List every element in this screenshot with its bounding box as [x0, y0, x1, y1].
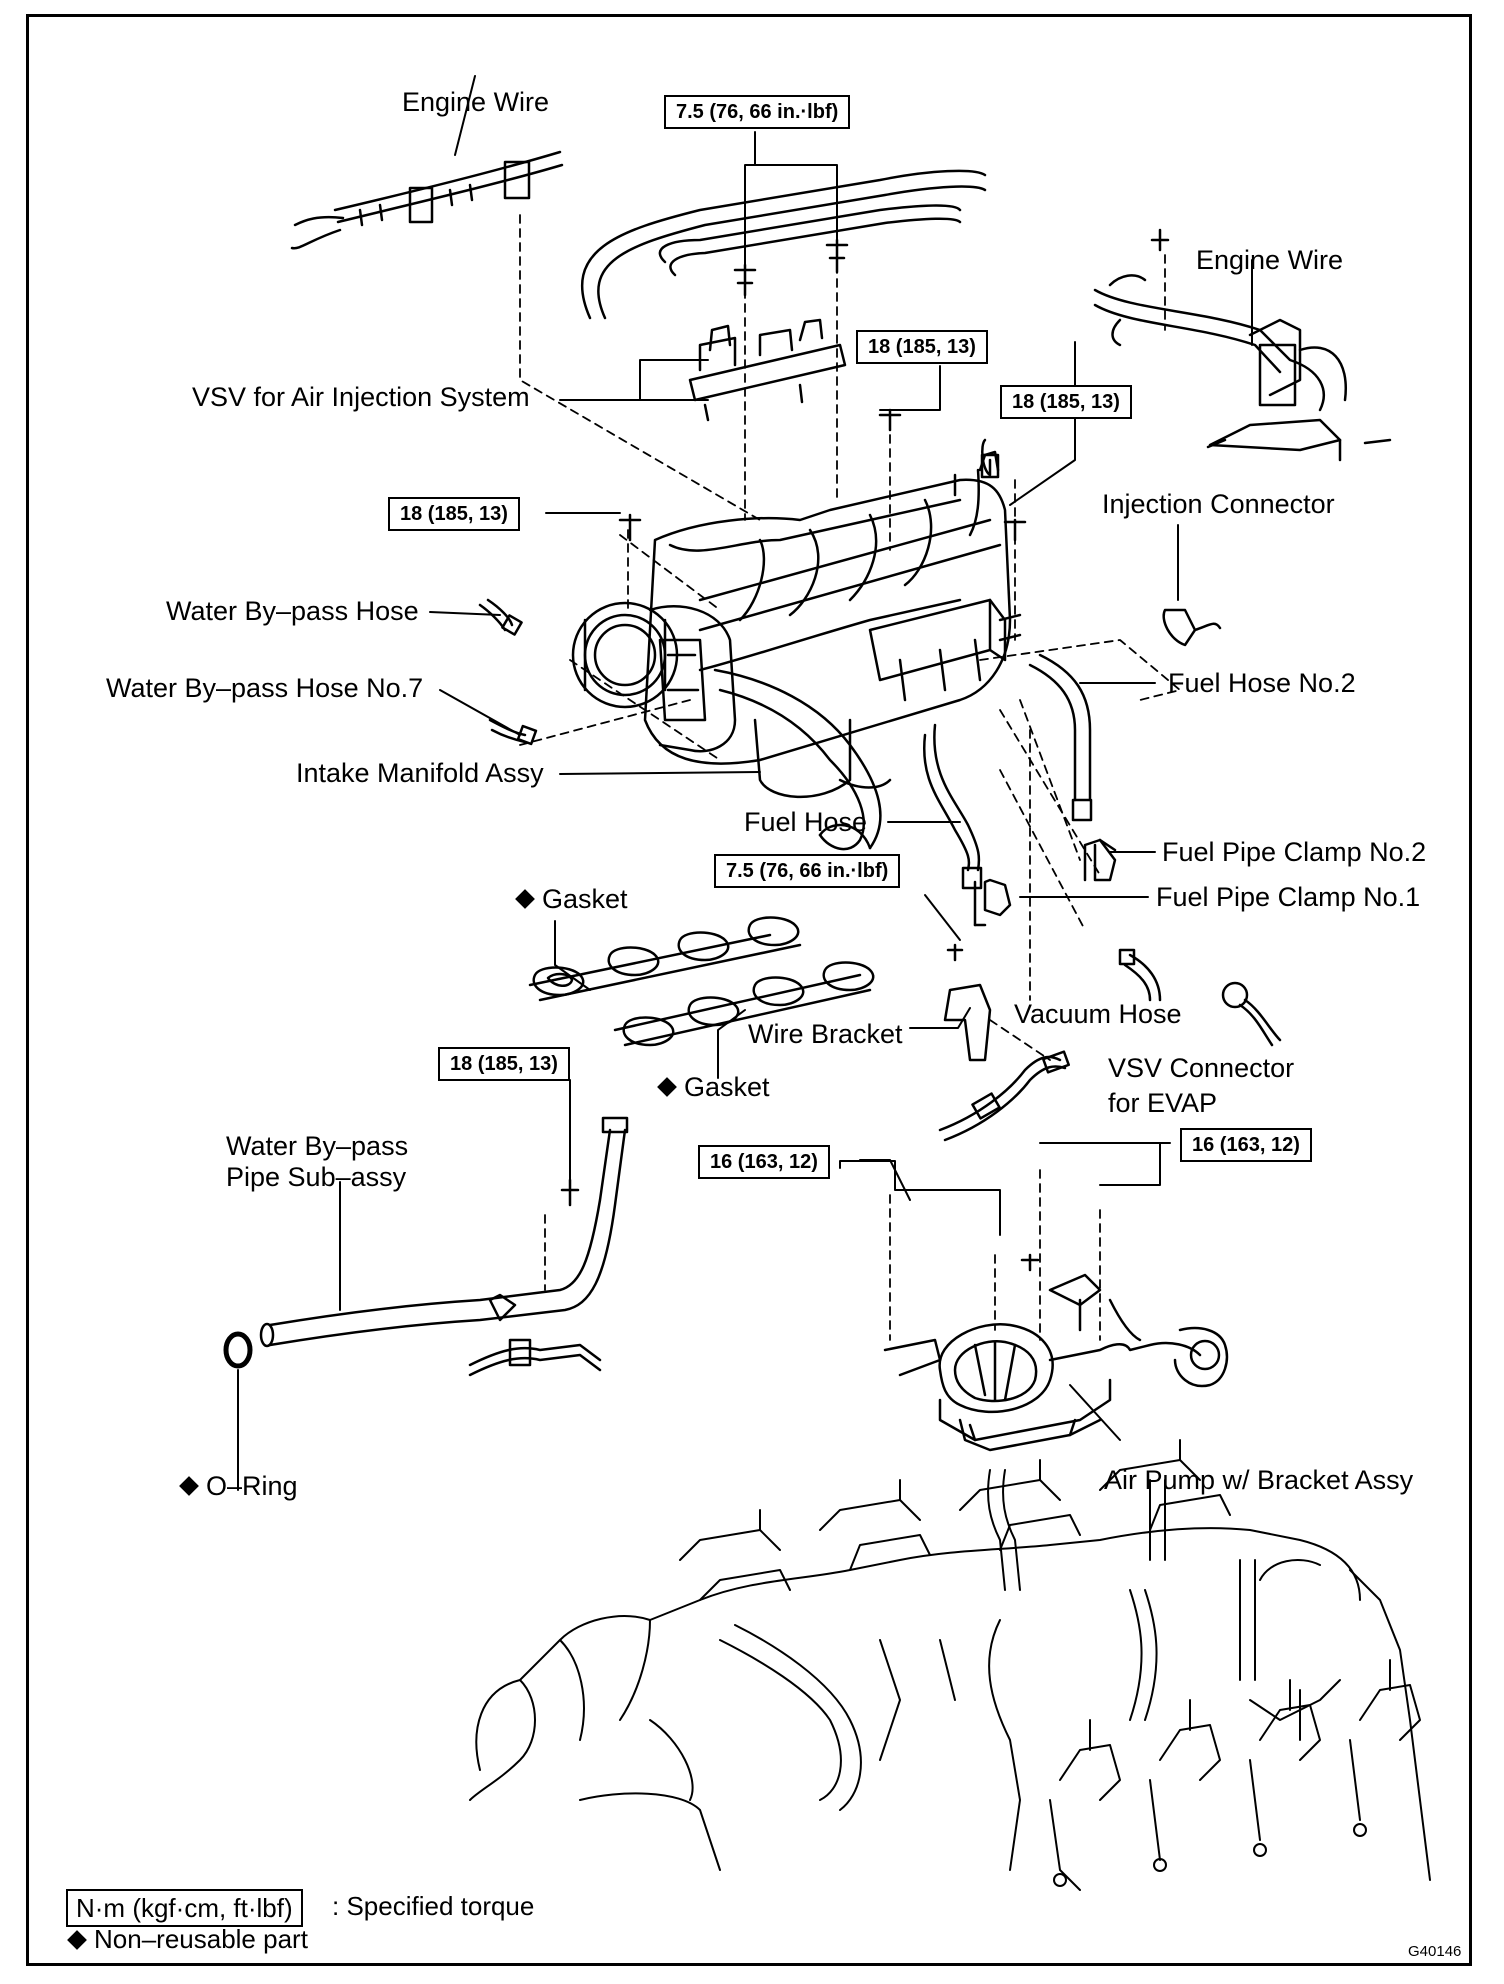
engine-block — [469, 1439, 1431, 1891]
fuel-hose-no2-label: Fuel Hose No.2 — [1168, 668, 1356, 698]
vsv-hoses — [580, 169, 987, 320]
water-bypass-hose-no7-label: Water By–pass Hose No.7 — [106, 673, 424, 703]
torque-pump-left: 16 (163, 12) — [698, 1145, 834, 1183]
air-pump-assembly — [883, 1253, 1229, 1452]
injection-connector-label: Injection Connector — [1102, 489, 1335, 519]
vsv-air-injection-valve — [688, 318, 847, 422]
water-bypass-hose-label: Water By–pass Hose — [166, 596, 419, 626]
torque-pump-right: 16 (163, 12) — [1180, 1128, 1316, 1166]
pipe-harness — [468, 1338, 602, 1377]
o-ring-text: O–Ring — [206, 1471, 298, 1501]
fuel-pipe-clamp-no2-label: Fuel Pipe Clamp No.2 — [1162, 837, 1427, 867]
water-bypass-pipe-label-line2: Pipe Sub–assy — [226, 1162, 407, 1192]
wire-bracket-label: Wire Bracket — [748, 1019, 903, 1049]
torque-manifold-center: 18 (185, 13) — [856, 330, 992, 368]
engine-wire-harness-top — [290, 150, 564, 250]
fuel-pipe-clamp-no1 — [973, 878, 1012, 927]
bracket-harness — [938, 1050, 1070, 1142]
gasket-lower-text: Gasket — [684, 1072, 770, 1102]
non-reusable-diamond-icon — [515, 889, 535, 910]
legend-torque-unit-box: N·m (kgf·cm, ft·lbf) — [66, 1889, 303, 1927]
o-ring-label: O–Ring — [178, 1470, 298, 1502]
non-reusable-diamond-icon — [67, 1929, 87, 1950]
non-reusable-diamond-icon — [657, 1077, 677, 1098]
gasket-lower-label: Gasket — [656, 1071, 770, 1103]
vacuum-hose-label: Vacuum Hose — [1014, 999, 1182, 1029]
water-bypass-pipe-label-line1: Water By–pass — [226, 1131, 409, 1161]
water-bypass-pipe — [259, 1116, 629, 1348]
vsv-connector-label-line1: VSV Connector — [1108, 1053, 1295, 1083]
vacuum-hose-part — [1118, 948, 1162, 1002]
engine-wire-label-top: Engine Wire — [402, 87, 550, 117]
torque-bracket-bolt: 7.5 (76, 66 in.·lbf) — [714, 854, 905, 892]
fuel-hose-label: Fuel Hose — [744, 807, 868, 837]
alignment-dashes — [519, 214, 1181, 1341]
o-ring-part — [223, 1331, 253, 1369]
diagram-frame — [26, 14, 1472, 1966]
air-pump-label: Air Pump w/ Bracket Assy — [1104, 1465, 1414, 1495]
water-bypass-hoses — [478, 598, 538, 746]
vsv-connector-part — [1221, 981, 1282, 1047]
non-reusable-diamond-icon — [179, 1476, 199, 1497]
engine-wire-label-right: Engine Wire — [1196, 245, 1344, 275]
fuel-pipe-clamp-no1-label: Fuel Pipe Clamp No.1 — [1156, 882, 1421, 912]
fuel-hose-no2 — [1028, 653, 1093, 822]
gasket-upper-text: Gasket — [542, 884, 628, 914]
legend-non-reusable-text: Non–reusable part — [94, 1924, 308, 1954]
torque-manifold-right: 18 (185, 13) — [1000, 385, 1136, 423]
gasket-upper-label: Gasket — [514, 883, 628, 915]
vsv-air-injection-label: VSV for Air Injection System — [192, 382, 530, 412]
intake-manifold — [571, 408, 1027, 851]
wire-bracket-part — [943, 943, 992, 1062]
fuel-pipe-clamp-no2 — [1083, 838, 1117, 882]
torque-manifold-left: 18 (185, 13) — [388, 497, 524, 535]
gasket-upper-part — [528, 916, 802, 1002]
legend-torque-desc: : Specified torque — [332, 1891, 535, 1921]
legend-non-reusable: Non–reusable part — [66, 1924, 308, 1954]
fuel-hose — [922, 723, 983, 890]
intake-manifold-label: Intake Manifold Assy — [296, 758, 544, 788]
gasket-lower-part — [613, 961, 875, 1047]
vsv-connector-label-line2: for EVAP — [1108, 1088, 1218, 1118]
leader-lines — [237, 75, 1253, 1491]
torque-pipe-bolt: 18 (185, 13) — [438, 1047, 574, 1085]
figure-code: G40146 — [1408, 1943, 1462, 1960]
injection-connector-part — [1162, 608, 1222, 647]
torque-vsv-bolts: 7.5 (76, 66 in.·lbf) — [664, 95, 855, 133]
sensor-connector — [980, 438, 1000, 479]
engine-wire-harness-right — [1093, 228, 1392, 462]
